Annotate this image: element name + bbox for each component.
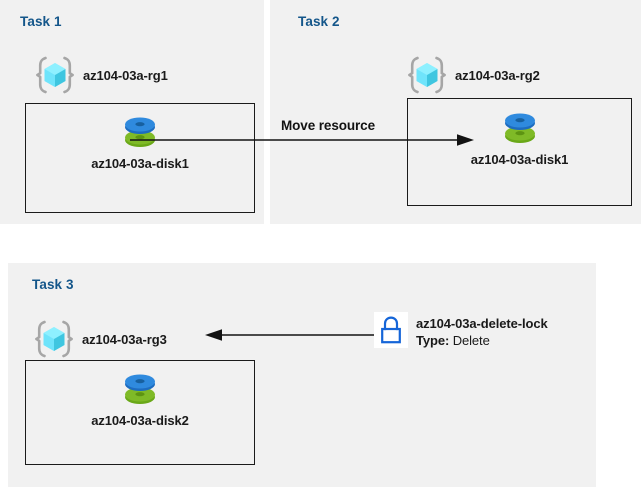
resource-group-2: az104-03a-rg2 bbox=[406, 54, 540, 96]
managed-disk-icon bbox=[118, 370, 162, 410]
managed-disk-icon bbox=[118, 113, 162, 153]
task-1-disk-label: az104-03a-disk1 bbox=[91, 156, 189, 171]
padlock-icon bbox=[374, 312, 408, 348]
task-2-disk-resource: az104-03a-disk1 bbox=[407, 109, 632, 167]
resource-group-icon bbox=[406, 54, 448, 96]
task-3-disk-label: az104-03a-disk2 bbox=[91, 413, 189, 428]
task-2-disk-label: az104-03a-disk1 bbox=[470, 152, 569, 167]
managed-disk-icon bbox=[498, 109, 542, 149]
task-2-panel bbox=[270, 0, 641, 224]
task-2-heading: Task 2 bbox=[298, 14, 340, 29]
delete-lock-type-value: Delete bbox=[452, 333, 490, 349]
delete-lock-name: az104-03a-delete-lock bbox=[416, 316, 548, 331]
task-1-heading: Task 1 bbox=[20, 14, 62, 29]
task-3-disk-resource: az104-03a-disk2 bbox=[25, 370, 255, 428]
delete-lock-type-key: Type: bbox=[416, 333, 453, 349]
resource-group-1-label: az104-03a-rg1 bbox=[83, 67, 168, 83]
resource-group-icon bbox=[34, 54, 76, 96]
task-3-heading: Task 3 bbox=[32, 277, 74, 292]
move-resource-label: Move resource bbox=[281, 118, 375, 133]
task-2-resource-box bbox=[407, 98, 632, 206]
resource-group-1: az104-03a-rg1 bbox=[34, 54, 168, 96]
task-1-disk-resource: az104-03a-disk1 bbox=[25, 113, 255, 171]
resource-group-2-label: az104-03a-rg2 bbox=[455, 67, 540, 83]
resource-group-icon bbox=[33, 318, 75, 360]
delete-lock-block: az104-03a-delete-lock Type: Delete bbox=[374, 312, 548, 349]
resource-group-3: az104-03a-rg3 bbox=[33, 318, 167, 360]
delete-lock-text: az104-03a-delete-lock Type: Delete bbox=[416, 312, 548, 349]
task-3-resource-box bbox=[25, 360, 255, 465]
task-1-resource-box bbox=[25, 103, 255, 213]
delete-lock-type-line: Type: Delete bbox=[416, 332, 548, 349]
resource-group-3-label: az104-03a-rg3 bbox=[82, 331, 167, 347]
task-3-panel bbox=[8, 263, 596, 487]
task-1-panel bbox=[0, 0, 264, 224]
